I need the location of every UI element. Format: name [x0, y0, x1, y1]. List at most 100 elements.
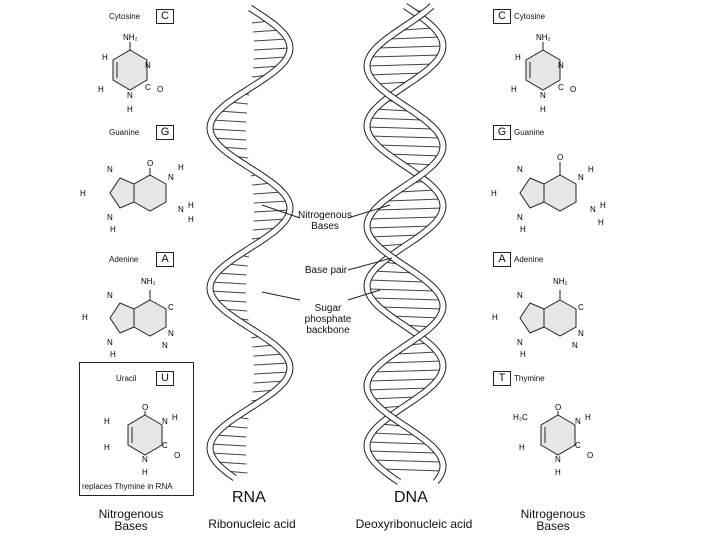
svg-text:H: H [110, 350, 116, 359]
svg-text:H: H [600, 201, 606, 210]
base-rung [253, 47, 291, 51]
svg-text:C: C [162, 441, 168, 450]
svg-text:H: H [520, 225, 526, 234]
base-rung [381, 468, 443, 472]
base-pair-label: Base pair [304, 265, 348, 276]
dna-title: DNA [394, 489, 428, 506]
svg-text:H: H [188, 215, 194, 224]
svg-text:O: O [587, 451, 593, 460]
base-rung [253, 200, 289, 204]
base-rung [369, 234, 421, 238]
base-rung [215, 434, 247, 438]
svg-text:H: H [491, 189, 497, 198]
right-cytosine-structure: NH₂ N C O N H H H [511, 33, 576, 114]
svg-text:N: N [540, 91, 546, 100]
base-rung [371, 297, 442, 301]
base-rung [383, 360, 443, 364]
svg-text:N: N [578, 173, 584, 182]
base-rung [368, 72, 424, 76]
left-cytosine-letter: C [156, 9, 174, 24]
base-rung [253, 371, 290, 375]
right-cytosine-name: Cytosine [514, 12, 546, 21]
svg-text:N: N [517, 213, 523, 222]
base-rung [253, 191, 283, 195]
base-rung [372, 459, 443, 463]
base-rung [378, 45, 444, 49]
base-rung [214, 299, 247, 303]
right-guanine-letter: G [493, 125, 511, 140]
base-rung [253, 218, 287, 222]
svg-text:H: H [172, 413, 178, 422]
svg-text:N: N [578, 329, 584, 338]
nitrogenous-bases-label: Nitrogenous Bases [298, 210, 352, 232]
left-uracil-letter: U [156, 371, 174, 386]
base-rung [367, 450, 437, 454]
svg-text:H: H [492, 313, 498, 322]
base-rung [387, 153, 442, 157]
base-rung [366, 225, 432, 229]
svg-text:C: C [558, 83, 564, 92]
pointer-lines [261, 204, 393, 301]
base-rung [210, 452, 247, 456]
left-bottom-caption: Nitrogenous Bases [98, 507, 164, 533]
rna-helix-strand-a [207, 5, 293, 481]
base-rung [376, 207, 443, 211]
svg-text:N: N [555, 455, 561, 464]
svg-text:H: H [511, 85, 517, 94]
uracil-panel [79, 362, 194, 496]
base-rung [389, 36, 441, 40]
svg-text:H: H [598, 218, 604, 227]
left-uracil-structure: O N H C O N H H H [104, 403, 180, 477]
svg-text:H: H [110, 225, 116, 234]
left-guanine-structure: O N H N H H H N N H [80, 159, 194, 234]
dna-helix [363, 3, 447, 485]
svg-text:O: O [570, 85, 576, 94]
svg-text:N: N [572, 341, 578, 350]
uracil-note: replaces Thymine in RNA [82, 482, 173, 491]
base-rung [396, 351, 438, 355]
svg-text:O: O [142, 403, 148, 412]
base-rung [209, 128, 247, 132]
dna-subtitle: Deoxyribonucleic acid [355, 517, 473, 531]
svg-text:N: N [107, 291, 113, 300]
left-adenine-letter: A [156, 252, 174, 267]
base-rung [401, 27, 434, 31]
svg-text:H: H [555, 468, 561, 477]
right-thymine-structure: O N H C O N H H₃C H [513, 403, 593, 477]
svg-text:N: N [178, 205, 184, 214]
svg-text:N: N [517, 338, 523, 347]
svg-text:N: N [162, 341, 168, 350]
svg-text:H: H [519, 443, 525, 452]
base-rung [367, 441, 428, 445]
base-rung [210, 443, 247, 447]
backbone-label: Sugar phosphate backbone [304, 303, 352, 336]
base-rung [210, 290, 247, 294]
base-rung [371, 432, 416, 436]
base-rung [253, 56, 288, 60]
base-rung [211, 119, 247, 123]
svg-text:O: O [557, 153, 563, 162]
svg-text:N: N [575, 417, 581, 426]
svg-text:N: N [145, 61, 151, 70]
left-adenine-name: Adenine [109, 255, 139, 264]
svg-text:N: N [517, 291, 523, 300]
right-thymine-letter: T [493, 371, 511, 386]
base-rung [367, 387, 430, 391]
base-rung [367, 288, 435, 292]
svg-text:H: H [104, 443, 110, 452]
svg-text:N: N [107, 213, 113, 222]
svg-text:H: H [588, 165, 594, 174]
base-rung [253, 380, 285, 384]
base-rung [211, 281, 247, 285]
left-guanine-letter: G [156, 125, 174, 140]
svg-text:O: O [157, 85, 163, 94]
svg-text:N: N [162, 417, 168, 426]
dna-helix-strand-b [364, 4, 446, 484]
base-rung [253, 362, 290, 366]
base-rung [377, 144, 444, 148]
right-guanine-name: Guanine [514, 128, 545, 137]
svg-text:H: H [127, 105, 133, 114]
right-adenine-name: Adenine [514, 255, 544, 264]
left-uracil-name: Uracil [116, 374, 137, 383]
